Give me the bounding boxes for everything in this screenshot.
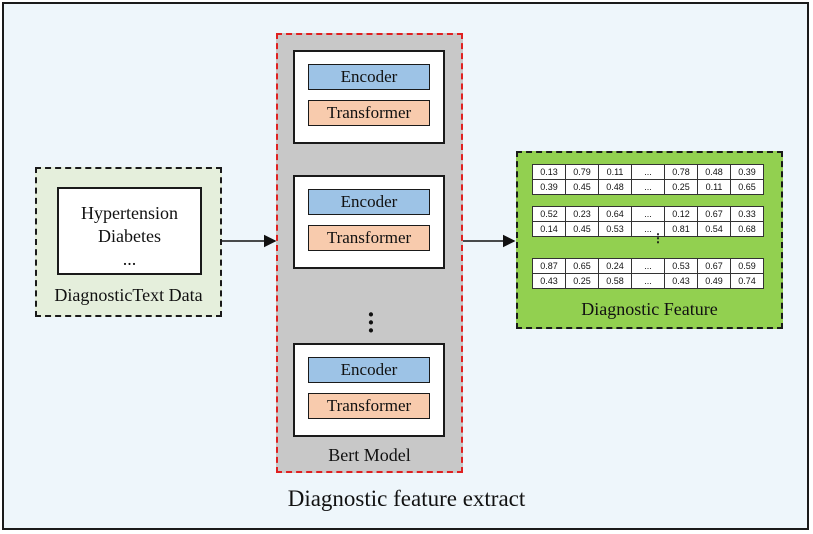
table-cell: 0.14 — [532, 221, 566, 237]
table-cell: 0.11 — [598, 164, 632, 180]
table-cell: 0.64 — [598, 206, 632, 222]
table-cell: 0.24 — [598, 258, 632, 274]
table-cell: 0.54 — [697, 221, 731, 237]
table-cell: ... — [631, 164, 665, 180]
table-cell: 0.59 — [730, 258, 764, 274]
table-cell: 0.43 — [664, 273, 698, 289]
table-cell: 0.25 — [565, 273, 599, 289]
table-cell: 0.25 — [664, 179, 698, 195]
table-cell: 0.65 — [565, 258, 599, 274]
table-cell: 0.12 — [664, 206, 698, 222]
table-cell: 0.39 — [532, 179, 566, 195]
table-cell: 0.79 — [565, 164, 599, 180]
vertical-ellipsis: ··· — [366, 300, 376, 345]
table-cell: 0.58 — [598, 273, 632, 289]
encoder-transformer-block: Encoder Transformer — [293, 175, 445, 269]
table-cell: ... — [631, 273, 665, 289]
diagram-title: Diagnostic feature extract — [287, 486, 526, 511]
table-cell: 0.67 — [697, 258, 731, 274]
table-cell: 0.49 — [697, 273, 731, 289]
encoder-box: Encoder — [308, 189, 430, 215]
table-cell: 0.45 — [565, 221, 599, 237]
table-cell: 0.53 — [664, 258, 698, 274]
table-cell: 0.45 — [565, 179, 599, 195]
table-cell: 0.67 — [697, 206, 731, 222]
transformer-box: Transformer — [308, 393, 430, 419]
table-cell: 0.33 — [730, 206, 764, 222]
table-cell: ... — [631, 206, 665, 222]
model-caption: Bert Model — [328, 445, 411, 465]
table-cell: 0.43 — [532, 273, 566, 289]
table-cell: 0.48 — [697, 164, 731, 180]
table-cell: 0.65 — [730, 179, 764, 195]
input-panel: Hypertension Diabetes ... DiagnosticText… — [35, 167, 222, 317]
table-cell: 0.48 — [598, 179, 632, 195]
table-cell: 0.11 — [697, 179, 731, 195]
encoder-transformer-block: Encoder Transformer — [293, 50, 445, 144]
input-line: Hypertension — [81, 203, 178, 223]
bert-model-panel: Encoder Transformer Encoder Transformer … — [276, 33, 463, 473]
table-cell: ... — [631, 258, 665, 274]
encoder-box: Encoder — [308, 357, 430, 383]
encoder-transformer-block: Encoder Transformer — [293, 343, 445, 437]
table-cell: 0.23 — [565, 206, 599, 222]
table-cell: 0.39 — [730, 164, 764, 180]
table-cell: 0.68 — [730, 221, 764, 237]
table-cell: ... — [631, 179, 665, 195]
table-cell: 0.53 — [598, 221, 632, 237]
encoder-box: Encoder — [308, 64, 430, 90]
input-line: ... — [122, 249, 137, 269]
table-cell: 0.52 — [532, 206, 566, 222]
table-cell: 0.78 — [664, 164, 698, 180]
table-cell: 0.74 — [730, 273, 764, 289]
table-cell: 0.81 — [664, 221, 698, 237]
output-vertical-ellipsis: ⋮ — [652, 231, 664, 245]
input-line: Diabetes — [98, 226, 161, 246]
input-text-box: Hypertension Diabetes ... — [57, 187, 202, 275]
table-cell: 0.13 — [532, 164, 566, 180]
input-caption: DiagnosticText Data — [54, 285, 203, 305]
output-caption: Diagnostic Feature — [581, 299, 718, 319]
transformer-box: Transformer — [308, 100, 430, 126]
table-cell: 0.87 — [532, 258, 566, 274]
transformer-box: Transformer — [308, 225, 430, 251]
